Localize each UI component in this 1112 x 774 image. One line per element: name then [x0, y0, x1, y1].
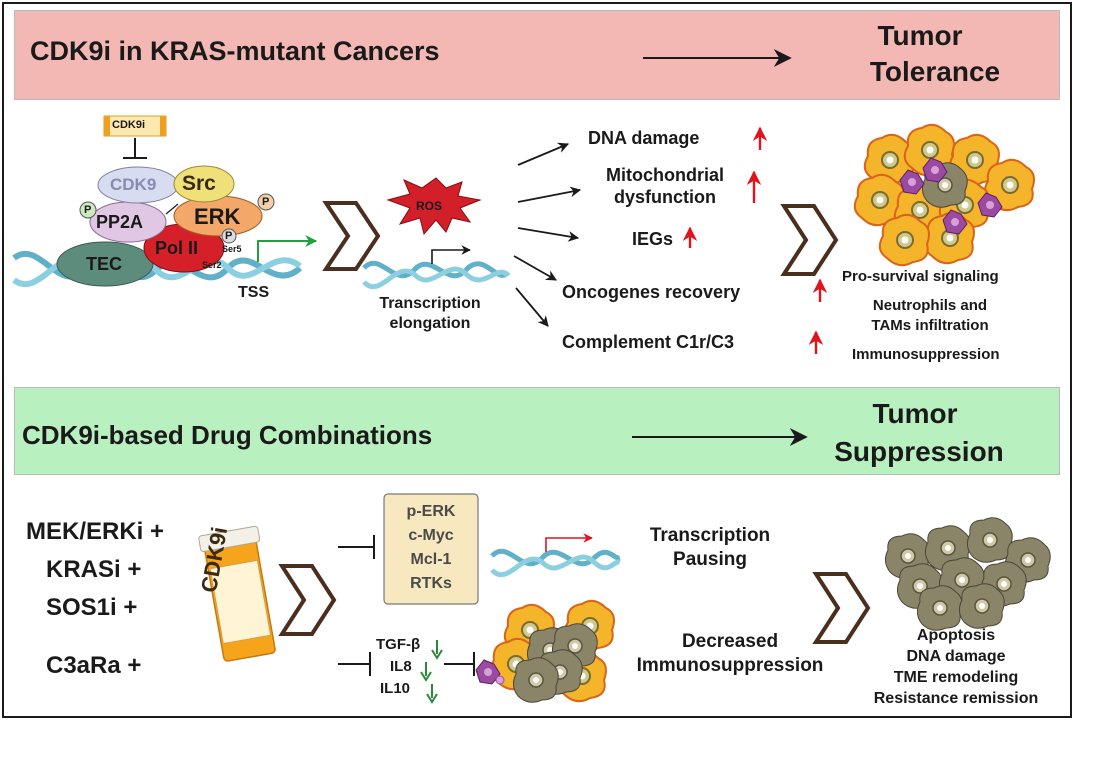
phospho-label-3: P	[225, 230, 233, 242]
ros-star	[386, 177, 482, 236]
tss-arrow	[257, 235, 318, 262]
pausing-arrow	[545, 533, 593, 552]
outcome-immunosuppression: Immunosuppression	[852, 346, 1000, 363]
outcome-tams: TAMs infiltration	[871, 317, 989, 334]
target-box	[383, 493, 479, 605]
tumor-cluster-mixed	[475, 599, 615, 703]
dna-helix-bottom	[490, 548, 621, 578]
phospho-erk	[257, 193, 275, 211]
tss-label: TSS	[238, 284, 270, 301]
tumor-cluster-tolerance	[853, 123, 1035, 267]
cytokine-il10: IL10	[380, 680, 411, 697]
effect-mito-line2: dysfunction	[614, 187, 716, 207]
target-cmyc: c-Myc	[408, 527, 454, 544]
tec-label: TEC	[86, 254, 122, 274]
up-arrows	[682, 126, 828, 354]
cdk9i-bottle	[198, 525, 276, 662]
effect-dna-damage: DNA damage	[588, 128, 700, 148]
ser2-label: Ser2	[202, 260, 222, 270]
target-perk: p-ERK	[406, 503, 456, 520]
phospho-pp2a	[79, 201, 97, 219]
drug-krasi: KRASi +	[46, 556, 142, 583]
inhibition-bars	[338, 535, 475, 676]
drug-sos1i: SOS1i +	[46, 594, 138, 621]
result-tme-remodeling: TME remodeling	[893, 669, 1019, 686]
bottom-banner	[14, 387, 1060, 475]
cdk9-label: CDK9	[110, 175, 157, 194]
cytokine-tgfb: TGF-β	[376, 636, 421, 653]
top-banner	[14, 10, 1060, 100]
cytokine-il8: IL8	[390, 658, 412, 675]
top-banner-title: CDK9i in KRAS-mutant Cancers	[30, 36, 440, 66]
chevron-2	[780, 204, 839, 276]
bottom-outcome-line2: Suppression	[834, 436, 1004, 467]
bottom-banner-title: CDK9i-based Drug Combinations	[22, 420, 433, 450]
pol2-label: Pol II	[155, 238, 199, 258]
transcription-line2: elongation	[389, 315, 471, 332]
chevron-4	[812, 572, 871, 644]
target-rtks: RTKs	[410, 575, 452, 592]
erk-label: ERK	[194, 204, 241, 229]
drug-mek-erki: MEK/ERKi +	[26, 518, 165, 545]
effect-complement: Complement C1r/C3	[562, 332, 735, 352]
transcription-arrow	[431, 245, 471, 264]
immuno-line1: Decreased	[681, 631, 779, 652]
effect-mito-line1: Mitochondrial	[606, 165, 724, 185]
src-oval	[173, 165, 235, 203]
dna-helix-middle	[362, 260, 511, 290]
pausing-line2: Pausing	[673, 549, 747, 570]
src-label: Src	[182, 172, 216, 195]
effect-arrows	[513, 142, 582, 327]
phospho-label-2: P	[262, 196, 270, 208]
pp2a-label: PP2A	[96, 212, 144, 232]
transcription-line1: Transcription	[379, 295, 481, 312]
phospho-pol2	[221, 228, 237, 244]
ros-label: ROS	[416, 199, 443, 213]
top-outcome-line2: Tolerance	[869, 56, 1001, 87]
ser5-label: Ser5	[222, 244, 242, 254]
chevron-1	[322, 201, 381, 271]
figure-frame	[2, 2, 1072, 718]
outcome-pro-survival: Pro-survival signaling	[842, 268, 999, 285]
outcome-neutrophils: Neutrophils and	[872, 297, 988, 314]
result-resistance-remission: Resistance remission	[873, 690, 1039, 707]
pausing-line1: Transcription	[649, 525, 771, 546]
immuno-line2: Immunosuppression	[636, 655, 824, 676]
tec-oval	[56, 241, 154, 287]
cdk9i-tag-label: CDK9i	[112, 119, 146, 131]
result-dna-damage: DNA damage	[906, 648, 1006, 665]
drug-c3ara: C3aRa +	[46, 652, 142, 679]
phospho-label-1: P	[84, 204, 92, 216]
bottom-outcome-line1: Tumor	[872, 398, 958, 429]
down-arrows	[420, 640, 443, 704]
top-outcome-line1: Tumor	[877, 20, 963, 51]
tumor-cluster-apoptotic	[884, 517, 1051, 631]
effect-iegs: IEGs	[632, 229, 674, 249]
result-apoptosis: Apoptosis	[916, 627, 996, 644]
target-mcl1: Mcl-1	[410, 551, 452, 568]
chevron-3	[278, 564, 337, 636]
effect-oncogenes: Oncogenes recovery	[562, 282, 741, 302]
